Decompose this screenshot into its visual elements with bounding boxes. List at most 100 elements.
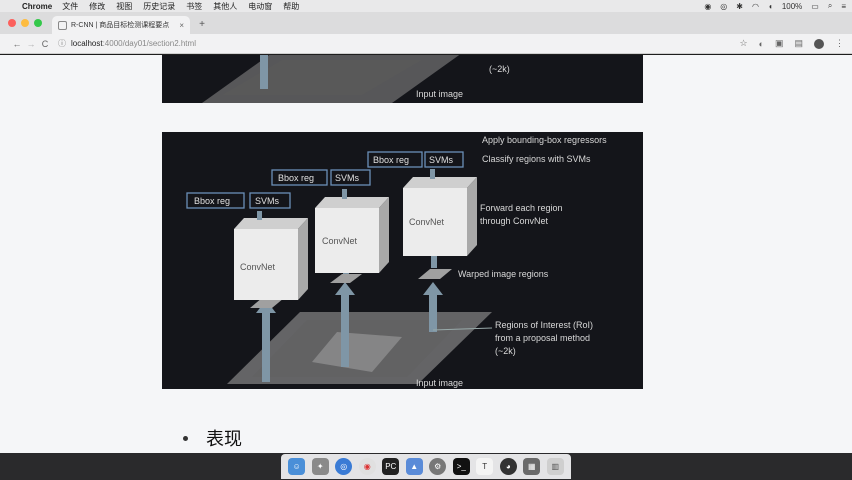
arrow-shaft [342, 189, 347, 199]
window-controls [8, 19, 42, 27]
status-icon[interactable]: ◉ [704, 1, 712, 11]
tab-active[interactable]: R-CNN | 商品目标检测课程要点 × [52, 16, 190, 34]
convnet-label: ConvNet [409, 217, 445, 227]
cast-icon[interactable]: ▣ [774, 38, 784, 48]
info-icon[interactable]: ⓘ [58, 39, 66, 48]
close-tab-icon[interactable]: × [179, 20, 184, 30]
convnet-cube-top [315, 197, 389, 208]
menu-item-file[interactable]: 文件 [62, 1, 79, 11]
bookmark-star-icon[interactable]: ☆ [739, 38, 748, 48]
menu-item-view[interactable]: 视图 [116, 1, 133, 11]
convnet-cube-side [379, 197, 389, 273]
launchpad-icon[interactable]: ✦ [311, 458, 329, 475]
label-roi-2: from a proposal method [495, 333, 590, 343]
svms-label: SVMs [335, 173, 360, 183]
svms-label: SVMs [429, 155, 454, 165]
trash-icon[interactable]: ▥ [546, 458, 564, 475]
label-roi-3: (~2k) [495, 346, 516, 356]
roi-pointer-line [432, 327, 493, 331]
quicktime-icon[interactable]: ◕ [499, 458, 517, 475]
volume-icon[interactable]: ◖ [767, 1, 773, 11]
menu-item-window[interactable]: 电动窗 [248, 1, 273, 11]
menu-item-help[interactable]: 帮助 [283, 1, 300, 11]
extension-icon[interactable]: ◐ [758, 38, 764, 49]
slide-image-rcnn: ConvNet ConvNet ConvNet Bbox reg SVMs Bb… [162, 132, 643, 389]
label-forward-1: Forward each region [480, 203, 563, 213]
bbox-reg-box [271, 169, 328, 186]
photo-icon[interactable]: ▦ [523, 458, 541, 475]
chrome-icon[interactable]: ◉ [358, 458, 376, 475]
rcnn-diagram: ConvNet ConvNet ConvNet Bbox reg SVMs Bb… [186, 135, 607, 388]
menu-item-bookmarks[interactable]: 书签 [186, 1, 203, 11]
forward-button[interactable]: → [26, 38, 36, 49]
convnet-cube-front [403, 188, 467, 256]
keynote-icon[interactable]: ▲ [405, 458, 423, 475]
close-window-button[interactable] [8, 19, 16, 27]
slide-image-top: (~2k) Input image [162, 55, 643, 103]
url-path: :4000/day01/section2.html [102, 39, 196, 48]
slide-top-graphic: (~2k) Input image [202, 55, 510, 103]
menu-item-people[interactable]: 其他人 [213, 1, 238, 11]
url-host: localhost [71, 39, 103, 48]
finder-icon[interactable]: ☺ [288, 458, 306, 475]
minimize-window-button[interactable] [21, 19, 29, 27]
battery-percent[interactable]: 100% [781, 1, 803, 11]
back-button[interactable]: ← [12, 38, 22, 49]
new-tab-button[interactable]: + [199, 19, 205, 30]
menu-bar: Chrome 文件 修改 视图 历史记录 书签 其他人 电动窗 帮助 ◉ ◎ ✱… [0, 0, 852, 12]
svms-box [249, 192, 291, 209]
pycharm-icon[interactable]: PC [382, 458, 400, 475]
menu-app-name[interactable]: Chrome [22, 1, 53, 11]
menu-item-edit[interactable]: 修改 [89, 1, 106, 11]
bbox-reg-label: Bbox reg [278, 173, 314, 183]
menu-status-area: ◉ ◎ ✱ ◠ ◖ 100% ▭ ⌕ ≡ [704, 1, 846, 11]
search-icon[interactable]: ⌕ [827, 1, 833, 10]
label-forward-2: through ConvNet [480, 216, 549, 226]
warped-region [418, 269, 452, 279]
safari-icon[interactable]: ◎ [335, 458, 353, 475]
reload-button[interactable]: C [41, 38, 49, 49]
bluetooth-icon[interactable]: ✱ [736, 1, 743, 11]
convnet-cube-top [403, 177, 477, 188]
convnet-label: ConvNet [322, 236, 358, 246]
svms-label: SVMs [255, 196, 280, 206]
textedit-icon[interactable]: T [476, 458, 494, 475]
bbox-reg-label: Bbox reg [194, 196, 230, 206]
system-preferences-icon[interactable]: ⚙ [429, 458, 447, 475]
input-image-texture [252, 320, 462, 377]
arrow-shaft [341, 292, 349, 367]
browser-toolbar: ← → C ⓘ localhost :4000/day01/section2.h… [0, 34, 852, 54]
convnet-label: ConvNet [240, 262, 276, 272]
battery-icon[interactable]: ▭ [811, 1, 819, 11]
convnet-cube-front [315, 208, 379, 273]
label-apply-bbox: Apply bounding-box regressors [482, 135, 607, 145]
bbox-reg-label: Bbox reg [373, 155, 409, 165]
warped-region [250, 298, 284, 308]
label-classify: Classify regions with SVMs [482, 154, 591, 164]
arrow-head [423, 282, 443, 295]
label-warped: Warped image regions [458, 269, 549, 279]
menu-kebab-icon[interactable]: ⋮ [835, 38, 844, 48]
extension-icon[interactable]: ▤ [794, 38, 803, 48]
tab-strip: R-CNN | 商品目标检测课程要点 × + [0, 12, 852, 34]
warped-region [330, 274, 362, 283]
arrow-shaft [429, 292, 437, 332]
address-bar[interactable]: ⓘ localhost :4000/day01/section2.html [58, 37, 698, 51]
terminal-icon[interactable]: >_ [452, 458, 470, 475]
bullet-dot [183, 435, 188, 441]
svms-box [330, 169, 371, 186]
favicon-icon [58, 20, 67, 30]
profile-avatar[interactable] [814, 38, 824, 49]
arrow-head [335, 282, 355, 295]
menu-list-icon[interactable]: ≡ [841, 1, 846, 11]
zoom-window-button[interactable] [34, 19, 42, 27]
tab-title: R-CNN | 商品目标检测课程要点 [71, 22, 170, 29]
convnet-cube-front [234, 229, 298, 300]
status-icon[interactable]: ◎ [720, 1, 728, 11]
bullet-item: 表现 [183, 425, 242, 451]
menu-item-history[interactable]: 历史记录 [143, 1, 176, 11]
svms-box [424, 151, 464, 168]
wifi-icon[interactable]: ◠ [751, 1, 759, 11]
label-input-image: Input image [416, 378, 463, 388]
slide-top-label-2k: (~2k) [489, 64, 510, 74]
